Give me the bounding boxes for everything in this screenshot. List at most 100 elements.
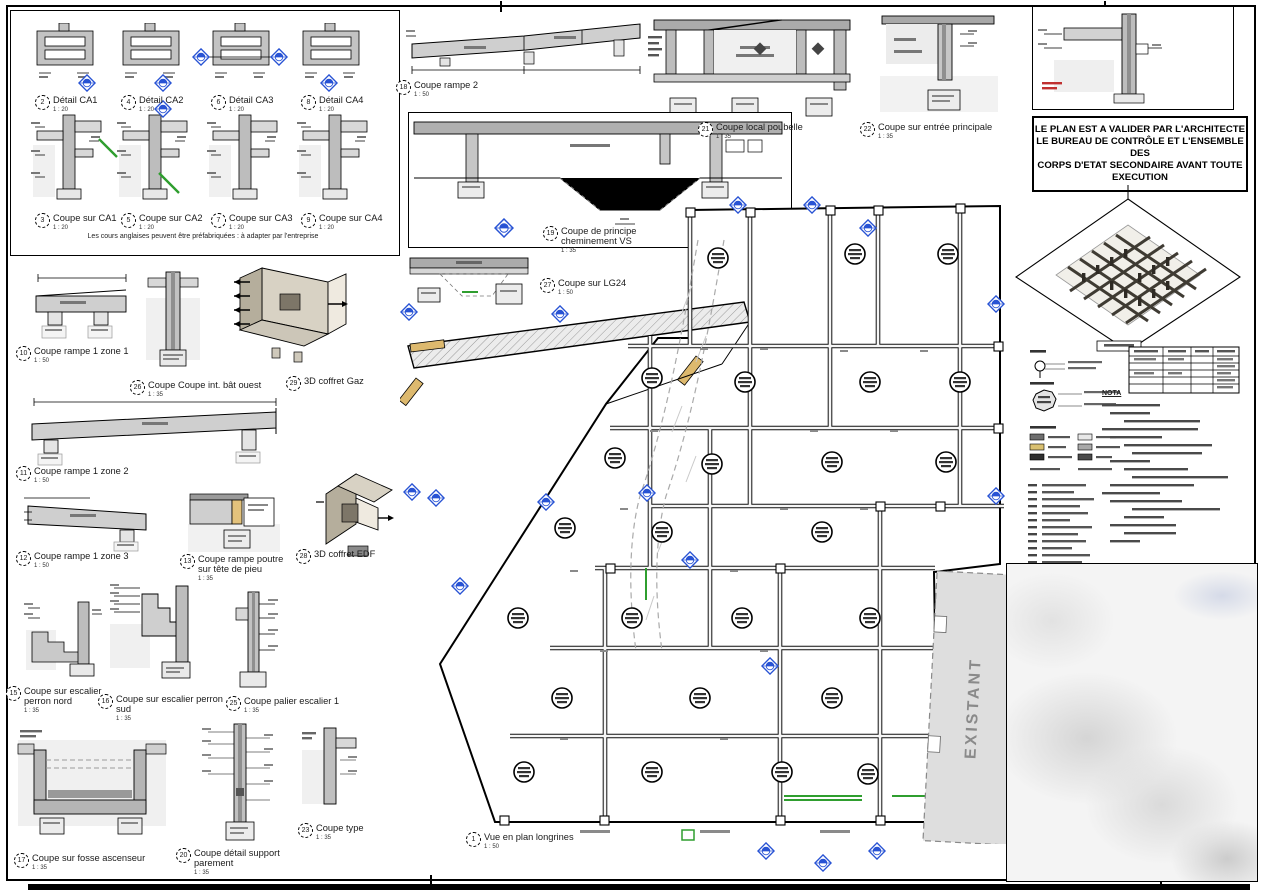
note-line: EXECUTION — [1112, 171, 1168, 183]
drawing-3d-coffret-edf — [316, 473, 394, 557]
section-marker — [814, 854, 832, 872]
note-line: LE PLAN EST A VALIDER PAR L'ARCHITECTE — [1034, 124, 1246, 136]
section-marker — [868, 842, 886, 860]
drawing-entree-principale — [880, 15, 998, 112]
drawing-fosse-ascenseur — [17, 730, 167, 835]
detail-number: 16 — [98, 694, 113, 709]
drawing-int-bat-ouest — [146, 271, 200, 367]
detail-number: 29 — [286, 376, 301, 391]
drawing-rampe1-zone2 — [31, 398, 277, 466]
label-3d-coffret-edf: 28 3D coffret EDF — [296, 549, 391, 564]
detail-title: Coupe sur CA2 — [139, 213, 203, 223]
detail-scale: 1 : 50 — [34, 477, 50, 484]
drawing-escalier-perron-nord — [24, 601, 102, 677]
legend-stamp — [1096, 340, 1142, 352]
detail-title: Coupe sur CA1 — [53, 213, 117, 223]
detail-number: 26 — [130, 380, 145, 395]
detail-scale: 1 : 35 — [878, 133, 894, 140]
legend-table — [1128, 346, 1240, 394]
drawing-rampe-2 — [406, 23, 641, 74]
detail-scale: 1 : 50 — [34, 562, 50, 569]
top-right-detail-box — [1032, 6, 1234, 110]
detail-number: 22 — [860, 122, 875, 137]
detail-title: Coupe rampe poutre sur tête de pieu — [198, 554, 284, 575]
drawing-3d-axon — [1015, 185, 1241, 352]
detail-title: Détail CA3 — [229, 95, 274, 105]
detail-number: 3 — [35, 213, 50, 228]
detail-title: Coupe sur escalier perron sud — [116, 694, 223, 715]
detail-number: 7 — [211, 213, 226, 228]
detail-title: Coupe de principe cheminement VS — [561, 226, 637, 247]
detail-scale: 1 : 20 — [53, 224, 69, 231]
detail-number: 4 — [121, 95, 136, 110]
detail-scale: 1 : 20 — [319, 224, 335, 231]
drawing-escalier-perron-sud — [110, 584, 191, 679]
detail-number: 12 — [16, 551, 31, 566]
detail-number: 17 — [14, 853, 29, 868]
detail-number: 10 — [16, 346, 31, 361]
detail-scale: 1 : 35 — [561, 247, 577, 254]
detail-title: Détail CA1 — [53, 95, 98, 105]
detail-scale: 1 : 20 — [319, 106, 335, 113]
detail-title: Coupe rampe 1 zone 2 — [34, 466, 129, 476]
detail-scale: 1 : 50 — [34, 357, 50, 364]
detail-number: 11 — [16, 466, 31, 481]
detail-title: Coupe sur CA4 — [319, 213, 383, 223]
detail-scale: 1 : 35 — [148, 391, 164, 398]
drawing-palier-escalier-1 — [235, 591, 278, 688]
detail-scale: 1 : 50 — [484, 843, 500, 850]
detail-scale: 1 : 35 — [716, 133, 732, 140]
detail-scale: 1 : 35 — [116, 715, 132, 722]
detail-number: 19 — [543, 226, 558, 241]
drawing-support-parement — [202, 723, 273, 841]
existant-strip: EXISTANT — [922, 570, 1012, 844]
detail-title: Coupe rampe 2 — [414, 80, 479, 90]
detail-scale: 1 : 20 — [139, 224, 155, 231]
detail-title: Coupe Coupe int. bât ouest — [148, 380, 262, 390]
drawing-coupe-type — [302, 727, 357, 805]
detail-number: 13 — [180, 554, 195, 569]
note-line: LE BUREAU DE CONTRÔLE ET L'ENSEMBLE — [1036, 136, 1244, 148]
detail-number: 9 — [301, 213, 316, 228]
title-block-blurred — [1006, 563, 1258, 882]
detail-number: 1 — [466, 832, 481, 847]
detail-scale: 1 : 20 — [229, 224, 245, 231]
detail-title: Coupe sur fosse ascenseur — [32, 853, 146, 863]
detail-number: 21 — [698, 122, 713, 137]
detail-title: Coupe type — [316, 823, 364, 833]
detail-title: Coupe rampe 1 zone 1 — [34, 346, 129, 356]
legend-pile-cluster — [1030, 382, 1120, 412]
detail-title: Coupe sur entrée principale — [878, 122, 993, 132]
fold-tick — [430, 875, 432, 886]
detail-title: Coupe rampe 1 zone 3 — [34, 551, 129, 561]
nota-text-block — [1102, 404, 1228, 543]
label-3d-coffret-gaz: 29 3D coffret Gaz — [286, 376, 386, 391]
detail-title: Détail CA2 — [139, 95, 184, 105]
detail-number: 6 — [211, 95, 226, 110]
detail-title: Coupe détail support parement — [194, 848, 280, 869]
existant-label: EXISTANT — [962, 657, 984, 760]
detail-number: 8 — [301, 95, 316, 110]
drawing-cheminement-vs — [413, 121, 783, 238]
sheet-bottom-bar — [28, 884, 1250, 890]
